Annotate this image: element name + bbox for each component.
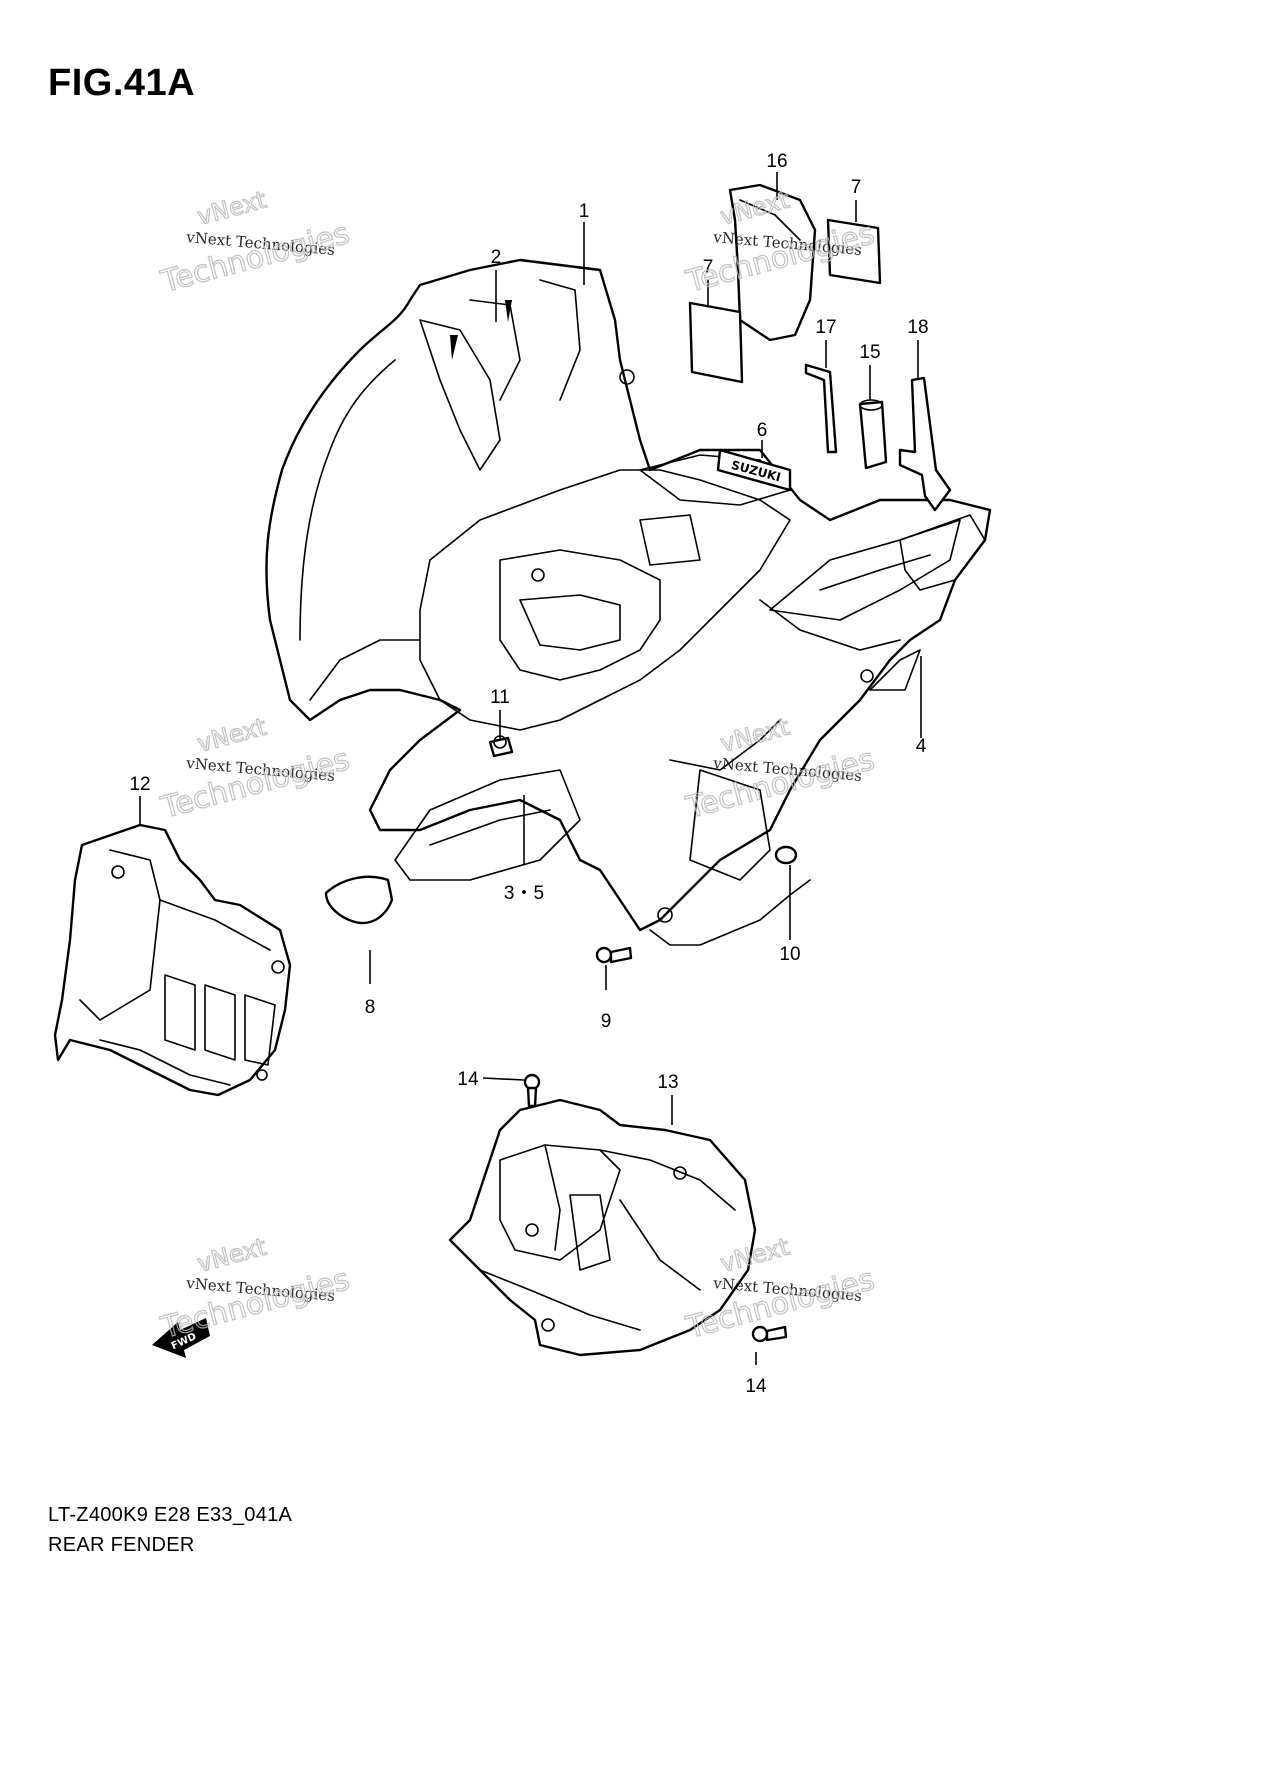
- part-10-grommet[interactable]: [774, 845, 798, 865]
- watermark-1: vNext vNext Technologies Technologies: [156, 185, 353, 301]
- callout-6: 6: [757, 420, 768, 441]
- part-12-left-mud-guard[interactable]: [53, 823, 292, 1097]
- watermark-1-word-a: vNext: [194, 186, 269, 231]
- part-14-bolt-lower[interactable]: [751, 1325, 788, 1343]
- part-7-pad-lower[interactable]: [688, 301, 744, 384]
- part-17-hex-wrench[interactable]: [804, 363, 838, 454]
- callout-16: 16: [766, 151, 787, 172]
- callout-7-upper: 7: [851, 177, 862, 198]
- part-15-tool-bag[interactable]: [858, 399, 888, 470]
- callout-14-lower: 14: [745, 1376, 767, 1397]
- callout-7-lower: 7: [703, 257, 714, 278]
- figure-title: FIG.41A: [48, 62, 196, 104]
- part-8-cover[interactable]: [324, 875, 394, 925]
- callout-1: 1: [579, 201, 590, 222]
- leader-lines: [139, 172, 922, 1365]
- part-14-bolt-upper[interactable]: [523, 1073, 541, 1108]
- callout-13: 13: [657, 1072, 678, 1093]
- callouts: 1 2 3・5 4 6 7 7 8 9 10 11 12 13 14 14 15…: [129, 151, 928, 1397]
- part-16-mud-flap[interactable]: [728, 183, 817, 342]
- callout-9: 9: [601, 1011, 612, 1032]
- watermark-5: vNext vNext Technologies Technologies: [156, 1232, 353, 1347]
- part-9-bolt[interactable]: [595, 946, 633, 964]
- part-1-rear-fender[interactable]: [265, 258, 992, 946]
- part-7-pad-upper[interactable]: [826, 218, 882, 285]
- callout-18: 18: [907, 317, 928, 338]
- part-4-decal-right[interactable]: [899, 514, 986, 591]
- callout-3-5: 3・5: [504, 883, 544, 904]
- callout-2: 2: [491, 247, 502, 268]
- diagram-name: REAR FENDER: [48, 1534, 195, 1556]
- callout-11: 11: [490, 687, 510, 708]
- watermark-5-word-a: vNext: [194, 1233, 269, 1278]
- callout-4: 4: [916, 736, 927, 757]
- callout-10: 10: [779, 944, 800, 965]
- model-code: LT-Z400K9 E28 E33_041A: [48, 1504, 293, 1526]
- part-18-spanner[interactable]: [898, 376, 952, 512]
- watermark-3: vNext vNext Technologies Technologies: [156, 712, 353, 827]
- callout-17: 17: [815, 317, 836, 338]
- callout-12: 12: [129, 774, 150, 795]
- callout-8: 8: [365, 997, 376, 1018]
- callout-15: 15: [859, 342, 880, 363]
- callout-14-upper: 14: [457, 1069, 479, 1090]
- watermark-3-word-a: vNext: [194, 713, 269, 758]
